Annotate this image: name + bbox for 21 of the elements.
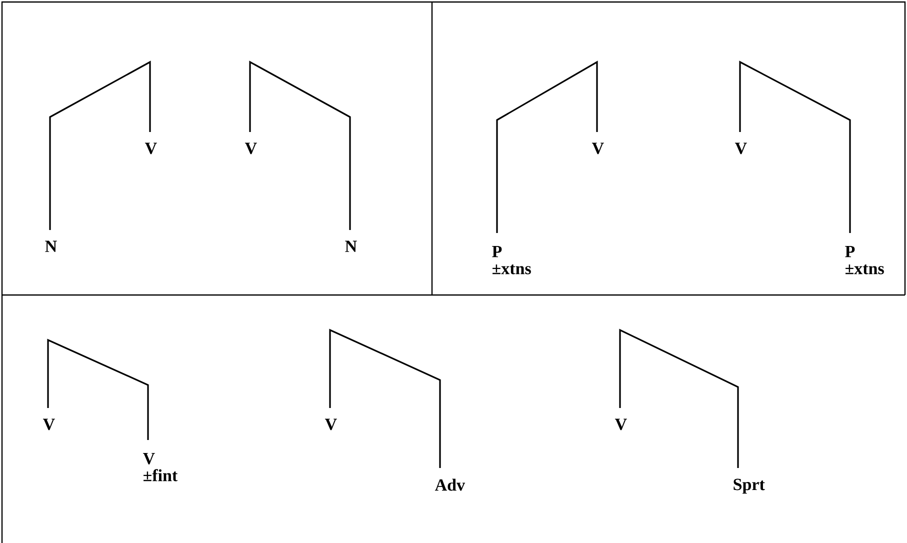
tree-leaf-label: N [45,240,57,252]
tree-branch [47,338,149,440]
tree-leaf-label: V [735,142,747,154]
tree-leaf-label: V [325,418,337,430]
tree-leaf-label: P ±xtns [492,246,531,274]
tree-leaf-label: N [345,240,357,252]
tree-branch [619,328,739,468]
tree-branch [249,60,351,230]
tree-leaf-label: V [592,142,604,154]
tree-leaf-label: Sprt [734,478,765,494]
tree-leaf-label: V [145,142,157,154]
tree-branch [49,60,151,230]
tree-leaf-label: V [615,418,627,430]
tree-branch [329,328,441,468]
tree-leaf-label: V ±fint [143,452,178,482]
tree-leaf-label: Adv [434,478,466,491]
tree-branch [739,60,851,233]
tree-leaf-label: V [245,142,257,154]
tree-branch [496,60,598,233]
tree-leaf-label: V [43,418,55,430]
tree-leaf-label: P ±xtns [845,246,884,274]
